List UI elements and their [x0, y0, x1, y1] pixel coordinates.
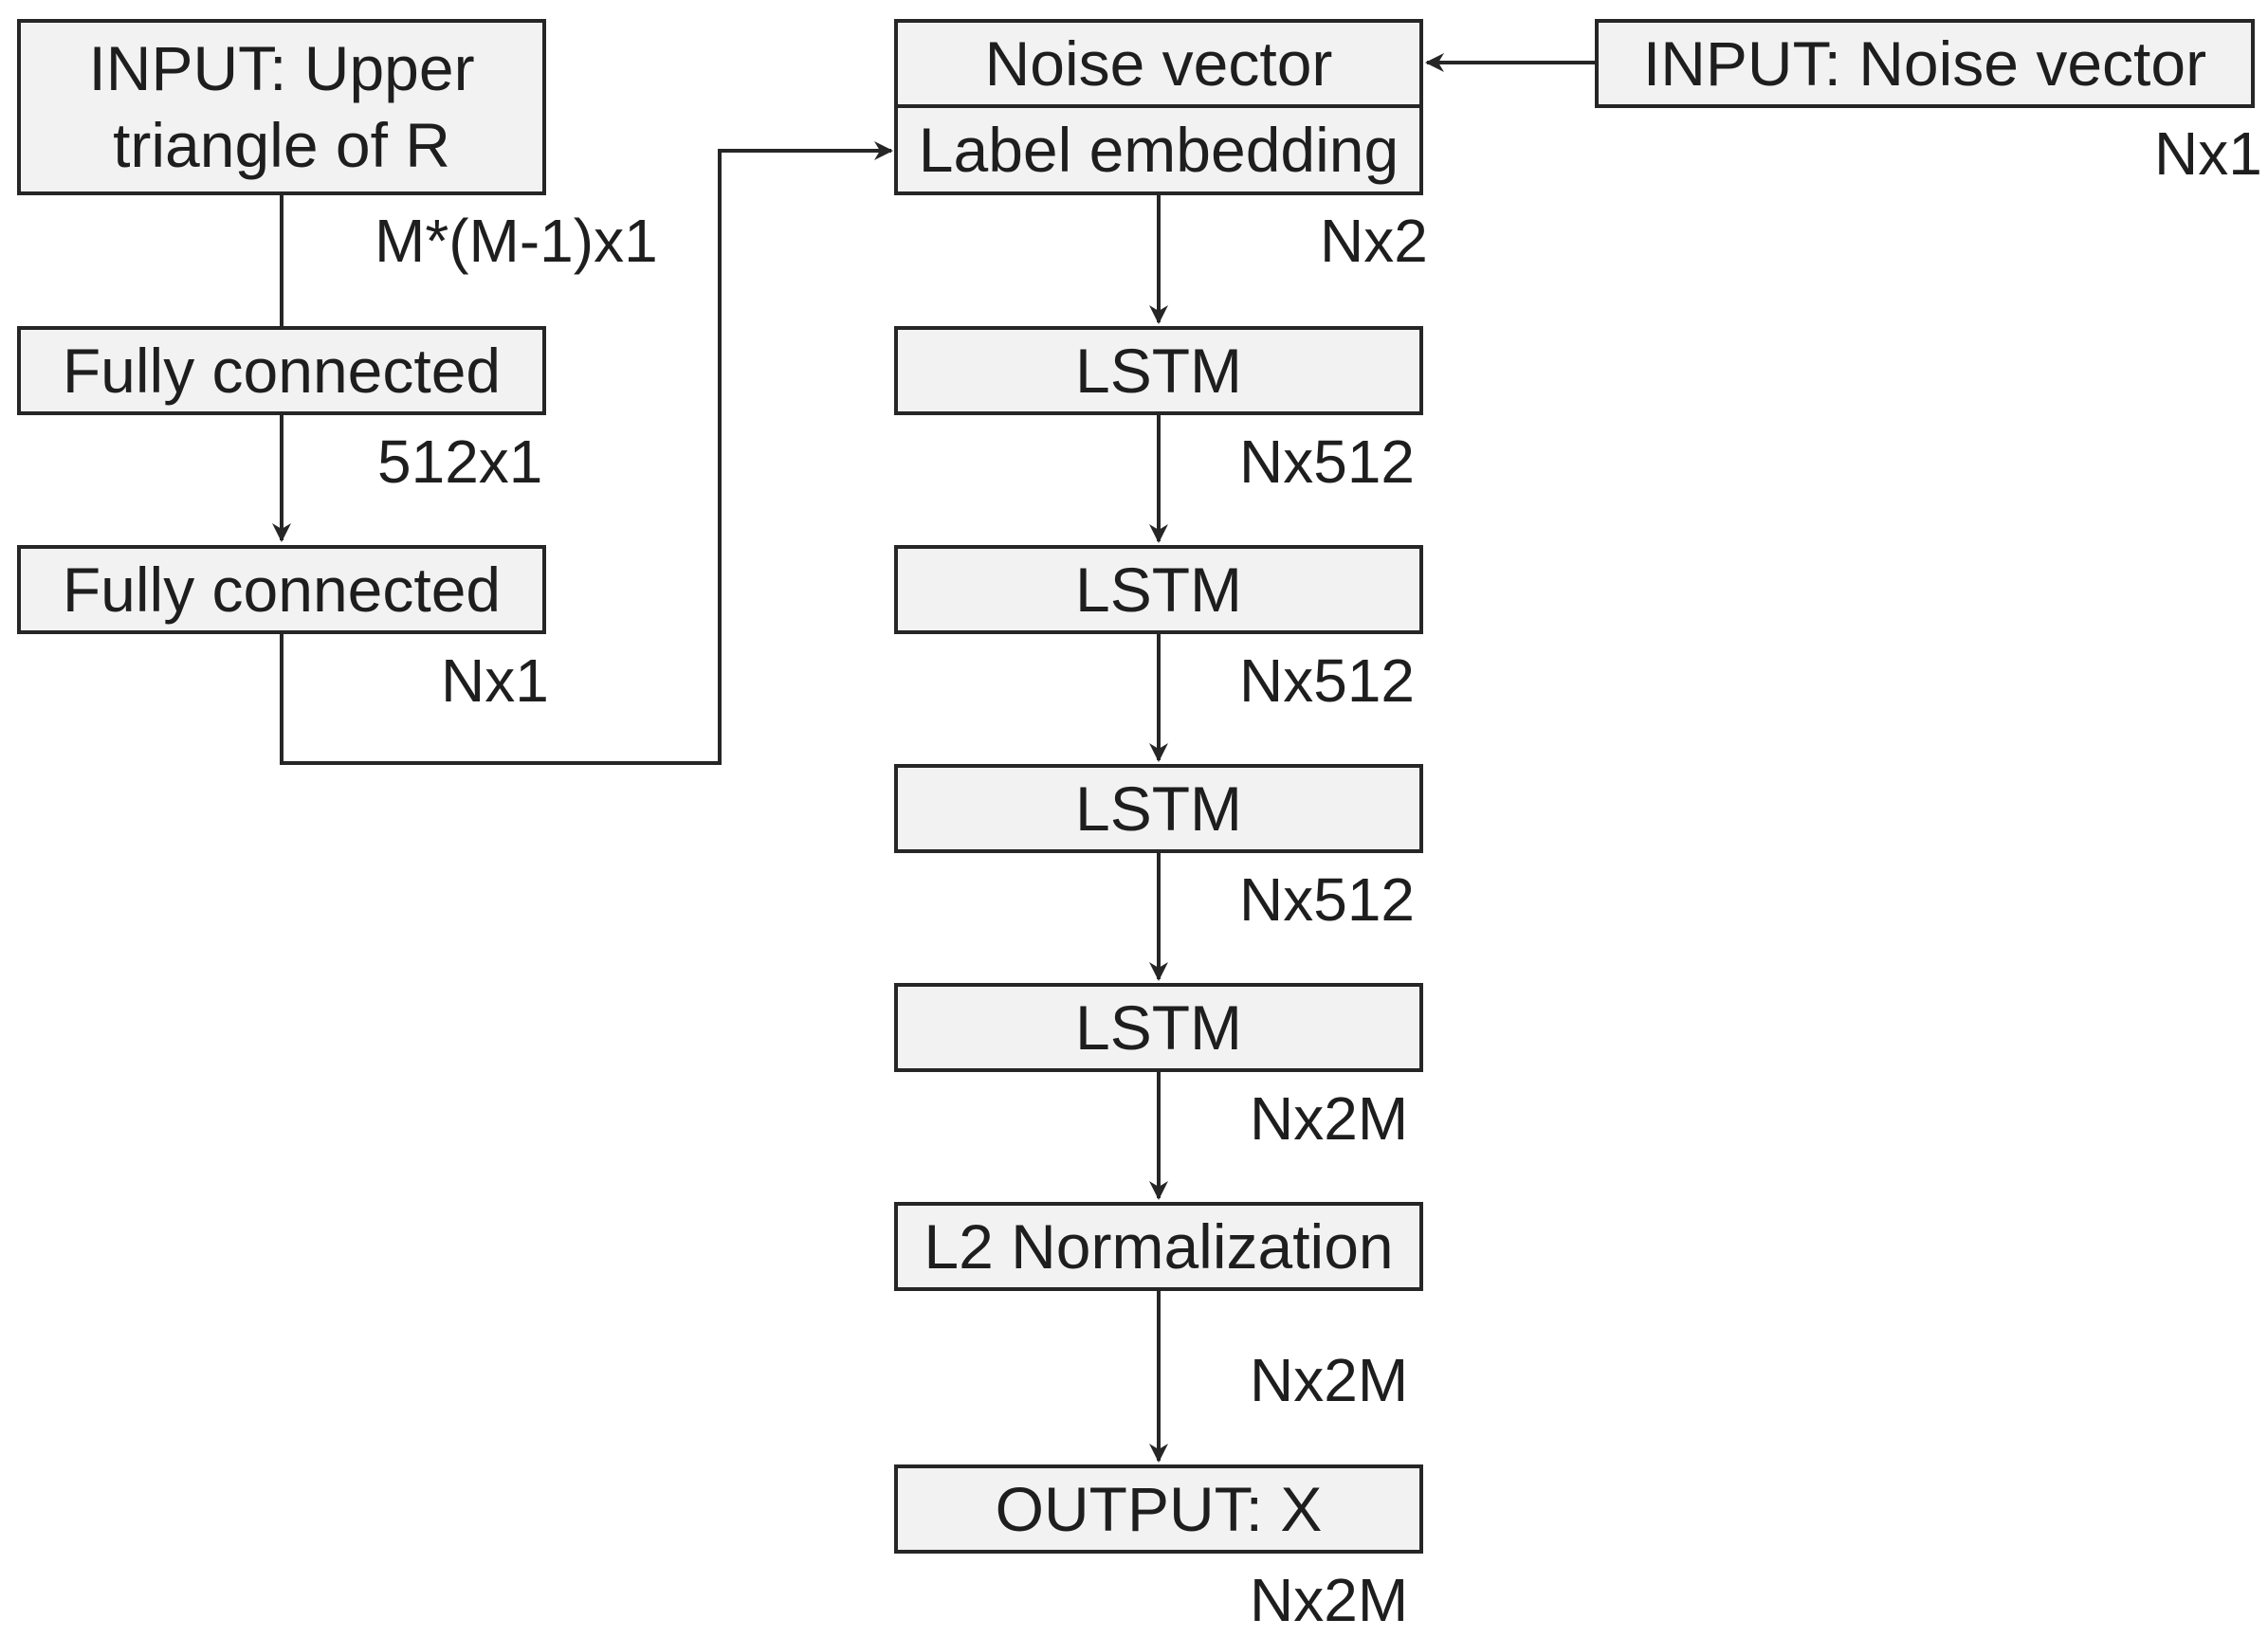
- l2-normalization-box: L2 Normalization: [894, 1202, 1423, 1291]
- lstm-box-4: LSTM: [894, 983, 1423, 1072]
- fully-connected-box-1: Fully connected: [17, 326, 546, 415]
- lstm4-dim-label: Nx2M: [1250, 1084, 1409, 1153]
- lstm1-dim-label: Nx512: [1239, 427, 1415, 496]
- lstm3-dim-label: Nx512: [1239, 865, 1415, 934]
- upper-triangle-dim-label: M*(M-1)x1: [375, 207, 658, 275]
- arrow-fc2-to-label-embedding: [280, 141, 893, 765]
- fc1-dim-label: 512x1: [377, 427, 543, 496]
- lstm-box-3: LSTM: [894, 764, 1423, 853]
- noise-vector-box: Noise vector: [894, 19, 1423, 108]
- noise-input-dim-label: Nx1: [2154, 119, 2262, 188]
- fc2-dim-label: Nx1: [441, 646, 549, 715]
- lstm-box-1: LSTM: [894, 326, 1423, 415]
- label-embedding-box: Label embedding: [894, 104, 1423, 195]
- upper-triangle-input-box: INPUT: Upper triangle of R: [17, 19, 546, 195]
- l2-dim-label: Nx2M: [1250, 1346, 1409, 1414]
- lstm2-dim-label: Nx512: [1239, 646, 1415, 715]
- output-dim-label: Nx2M: [1250, 1566, 1409, 1634]
- output-box: OUTPUT: X: [894, 1464, 1423, 1554]
- noise-input-box: INPUT: Noise vector: [1595, 19, 2255, 108]
- embedding-dim-label: Nx2: [1320, 207, 1428, 275]
- lstm-box-2: LSTM: [894, 545, 1423, 634]
- fully-connected-box-2: Fully connected: [17, 545, 546, 634]
